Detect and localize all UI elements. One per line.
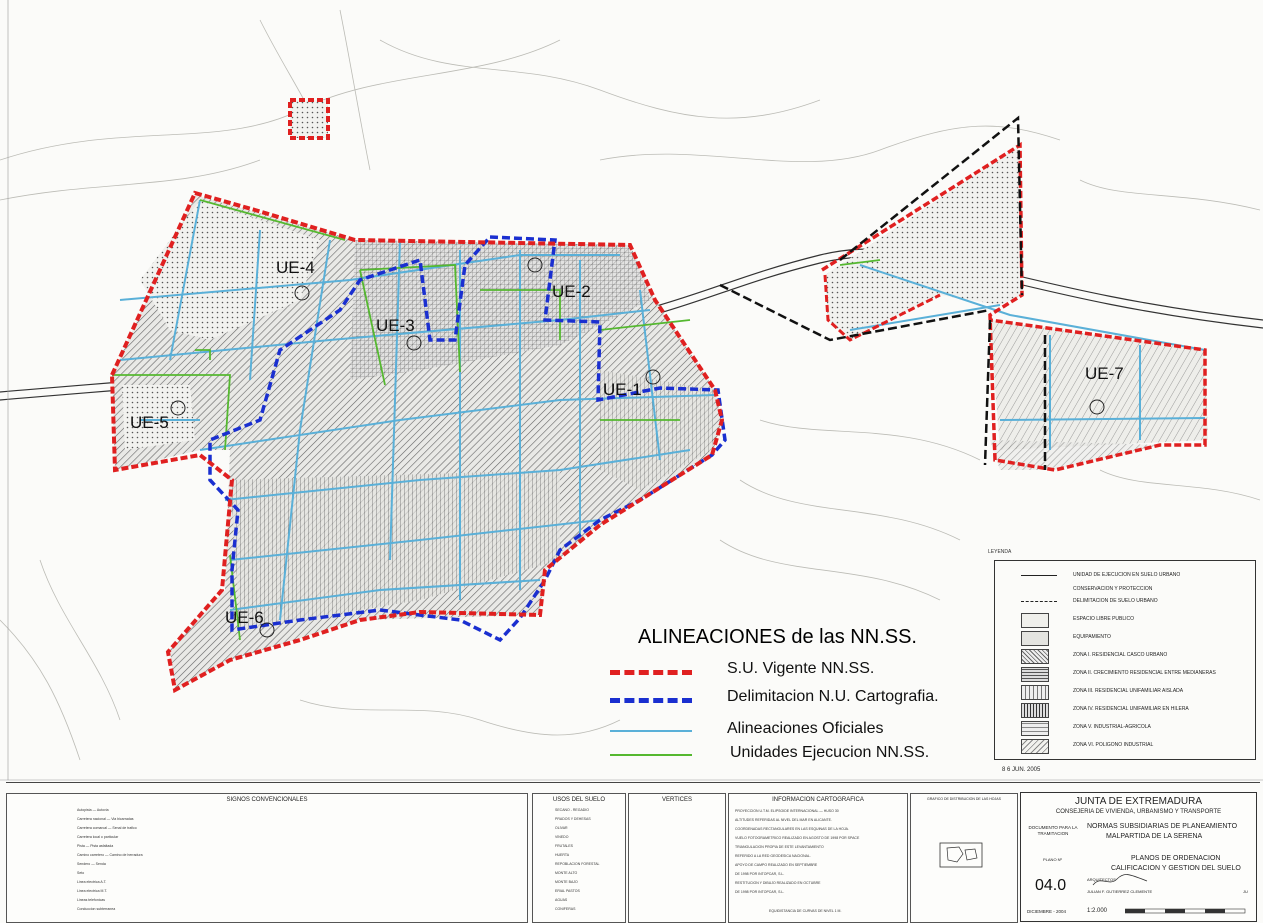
- legend-swatch-red: [610, 670, 692, 675]
- ue-5-label: UE-5: [130, 413, 169, 432]
- suelo-urbano-line: [109, 190, 725, 694]
- zone-grid-north: [350, 240, 650, 380]
- legend-item-alineaciones: Alineaciones Oficiales: [610, 720, 1000, 742]
- legend-item-delimitacion: Delimitacion N.U. Cartografia.: [610, 688, 1000, 710]
- legend-box-item: ZONA III. RESIDENCIAL UNIFAMILIAR AISLAD…: [1003, 685, 1253, 701]
- info-title: INFORMACION CARTOGRAFICA: [772, 797, 864, 803]
- ue-1-label: UE-1: [603, 380, 642, 399]
- legend-box-item: ESPACIO LIBRE PUBLICO: [1003, 613, 1253, 629]
- normas-title: NORMAS SUBSIDIARIAS DE PLANEAMIENTO: [1087, 823, 1238, 830]
- legend-box-item: DELIMITACION DE SUELO URBANO: [1003, 595, 1253, 611]
- zone-ue7-south: [990, 440, 1160, 470]
- zone-dots-ue4: [140, 200, 320, 340]
- signos-panel: SIGNOS CONVENCIONALES Autopista — Autovi…: [6, 793, 528, 923]
- ue-6-label: UE-6: [225, 608, 264, 627]
- info-cartografica-panel: INFORMACION CARTOGRAFICA PROYECCION U.T.…: [728, 793, 908, 923]
- vertices-panel: VERTICES: [628, 793, 726, 923]
- suelo-urbano-ne2: [823, 274, 941, 342]
- black-dashed-lines: [719, 115, 1047, 470]
- signature: [1092, 874, 1148, 886]
- plan-title: PLANOS DE ORDENACION: [1131, 855, 1221, 862]
- date-stamp: 8 6 JUN. 2005: [1002, 767, 1041, 773]
- legend-item-unidades: Unidades Ejecucion NN.SS.: [610, 744, 1000, 766]
- zone-ue7: [990, 320, 1208, 450]
- ue-2-label: UE-2: [552, 282, 591, 301]
- scale-bar: [1125, 908, 1246, 914]
- legend-box-item: UNIDAD DE EJECUCION EN SUELO URBANO: [1003, 569, 1253, 585]
- legend-box-item: ZONA I. RESIDENCIAL CASCO URBANO: [1003, 649, 1253, 665]
- legend-swatch-cyan: [610, 730, 692, 732]
- plan-subtitle: CALIFICACION Y GESTION DEL SUELO: [1111, 865, 1241, 872]
- dept-name: CONSEJERIA DE VIVIENDA, URBANISMO Y TRAN…: [1055, 809, 1222, 815]
- legend-label: Unidades Ejecucion NN.SS.: [730, 744, 930, 761]
- legend-label: Delimitacion N.U. Cartografia.: [727, 688, 939, 705]
- vertices-title: VERTICES: [662, 797, 692, 803]
- legend-box-item: ZONA VI. POLIGONO INDUSTRIAL: [1003, 739, 1253, 755]
- legend-box-item: ZONA IV. RESIDENCIAL UNIFAMILIAR EN HILE…: [1003, 703, 1253, 719]
- zone-ne: [825, 145, 1022, 340]
- legend-box-item: CONSERVACION Y PROTECCION: [1073, 586, 1153, 592]
- legend-swatch-green: [610, 754, 692, 756]
- bottom-info-strip: SIGNOS CONVENCIONALES Autopista — Autovi…: [6, 782, 1260, 923]
- frame-ticks: [0, 0, 1263, 781]
- main-legend: ALINEACIONES de las NN.SS. S.U. Vigente …: [600, 620, 1000, 780]
- usos-panel: USOS DEL SUELO SECANO - REGADIO PRADOS Y…: [532, 793, 626, 923]
- isolated-plot: [288, 98, 330, 140]
- legend-box-item: ZONA V. INDUSTRIAL-AGRICOLA: [1003, 721, 1253, 737]
- plano-label: PLANO Nº: [1043, 857, 1063, 862]
- legend-swatch-blue: [610, 698, 692, 703]
- legend-box: UNIDAD DE EJECUCION EN SUELO URBANO CONS…: [994, 560, 1256, 760]
- grafico-panel: GRAFICO DE DISTRIBUCION DE LAS HOJAS: [910, 793, 1018, 923]
- legend-title: ALINEACIONES de las NN.SS.: [638, 626, 917, 648]
- legend-item-suelo-urbano: S.U. Vigente NN.SS.: [610, 660, 1000, 682]
- grafico-title: GRAFICO DE DISTRIBUCION DE LAS HOJAS: [927, 797, 1001, 801]
- org-name: JUNTA DE EXTREMADURA: [1074, 796, 1203, 807]
- unit-markers: [170, 257, 1105, 638]
- usos-title: USOS DEL SUELO: [552, 797, 606, 803]
- plan-scale: 1:2.000: [1087, 908, 1108, 914]
- architect-name: JULIAN F. GUTIERREZ CLEMENTE: [1087, 889, 1153, 894]
- contour-lines: [0, 9, 1261, 761]
- delimitacion-line: [208, 235, 727, 643]
- signos-title: SIGNOS CONVENCIONALES: [226, 797, 308, 803]
- sheet-distribution-icon: [939, 842, 983, 868]
- municipality-name: MALPARTIDA DE LA SERENA: [1106, 833, 1203, 840]
- ue-4-label: UE-4: [276, 258, 315, 277]
- plan-date: DICIEMBRE - 2004: [1027, 909, 1067, 914]
- legend-box-title: LEYENDA: [988, 549, 1012, 555]
- architect-initials: JU: [1243, 889, 1248, 894]
- ue-7-label: UE-7: [1085, 364, 1124, 383]
- legend-label: S.U. Vigente NN.SS.: [727, 660, 875, 677]
- legend-box-item: ZONA II. CRECIMIENTO RESIDENCIAL ENTRE M…: [1003, 667, 1253, 683]
- architects-label: ARQUITECTOS: [1087, 877, 1116, 882]
- ue-3-label: UE-3: [376, 316, 415, 335]
- zone-lines-south: [230, 470, 560, 630]
- title-block: JUNTA DE EXTREMADURA CONSEJERIA DE VIVIE…: [1020, 792, 1257, 922]
- alineaciones-lines: [119, 199, 1206, 621]
- legend-label: Alineaciones Oficiales: [727, 720, 884, 737]
- plan-number: 04.0: [1035, 877, 1067, 894]
- legend-box-item: EQUIPAMIENTO: [1003, 631, 1253, 647]
- doc-type: DOCUMENTO PARA LA TRAMITACION: [1028, 825, 1078, 836]
